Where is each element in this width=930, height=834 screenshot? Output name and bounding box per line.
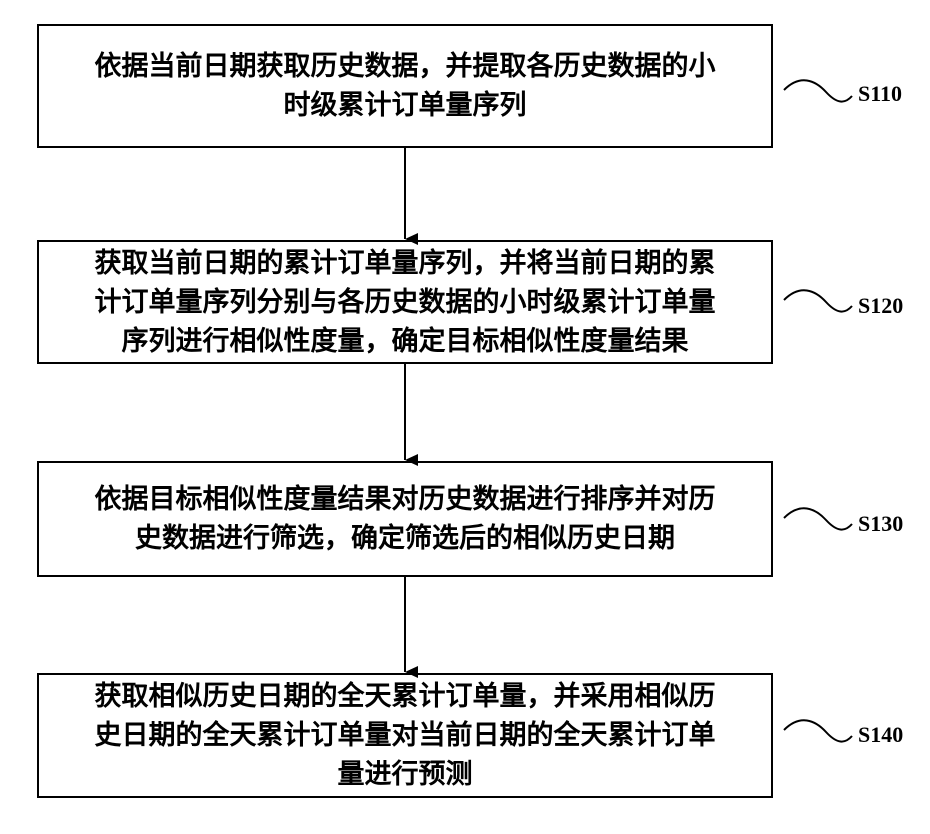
step-line: 时级累计订单量序列 xyxy=(95,86,716,125)
step-line: 依据目标相似性度量结果对历史数据进行排序并对历 xyxy=(95,480,716,519)
step-text-s140: 获取相似历史日期的全天累计订单量，并采用相似历 史日期的全天累计订单量对当前日期… xyxy=(95,677,716,794)
step-label-s140: S140 xyxy=(858,722,903,748)
step-box-s140: 获取相似历史日期的全天累计订单量，并采用相似历 史日期的全天累计订单量对当前日期… xyxy=(37,673,773,798)
leader-line-s110 xyxy=(784,80,852,101)
step-label-s110: S110 xyxy=(858,81,902,107)
step-line: 获取相似历史日期的全天累计订单量，并采用相似历 xyxy=(95,677,716,716)
step-line: 量进行预测 xyxy=(95,755,716,794)
step-line: 史数据进行筛选，确定筛选后的相似历史日期 xyxy=(95,519,716,558)
step-line: 获取当前日期的累计订单量序列，并将当前日期的累 xyxy=(95,244,716,283)
leader-line-s130 xyxy=(784,508,852,529)
step-label-s130: S130 xyxy=(858,511,903,537)
leader-line-s120 xyxy=(784,290,852,311)
step-text-s130: 依据目标相似性度量结果对历史数据进行排序并对历 史数据进行筛选，确定筛选后的相似… xyxy=(95,480,716,558)
step-box-s120: 获取当前日期的累计订单量序列，并将当前日期的累 计订单量序列分别与各历史数据的小… xyxy=(37,240,773,364)
step-label-s120: S120 xyxy=(858,293,903,319)
step-line: 史日期的全天累计订单量对当前日期的全天累计订单 xyxy=(95,716,716,755)
step-text-s120: 获取当前日期的累计订单量序列，并将当前日期的累 计订单量序列分别与各历史数据的小… xyxy=(95,244,716,361)
step-line: 计订单量序列分别与各历史数据的小时级累计订单量 xyxy=(95,283,716,322)
step-box-s130: 依据目标相似性度量结果对历史数据进行排序并对历 史数据进行筛选，确定筛选后的相似… xyxy=(37,461,773,577)
step-line: 序列进行相似性度量，确定目标相似性度量结果 xyxy=(95,322,716,361)
step-line: 依据当前日期获取历史数据，并提取各历史数据的小 xyxy=(95,47,716,86)
leader-line-s140 xyxy=(784,720,852,741)
step-box-s110: 依据当前日期获取历史数据，并提取各历史数据的小 时级累计订单量序列 xyxy=(37,24,773,148)
step-text-s110: 依据当前日期获取历史数据，并提取各历史数据的小 时级累计订单量序列 xyxy=(95,47,716,125)
